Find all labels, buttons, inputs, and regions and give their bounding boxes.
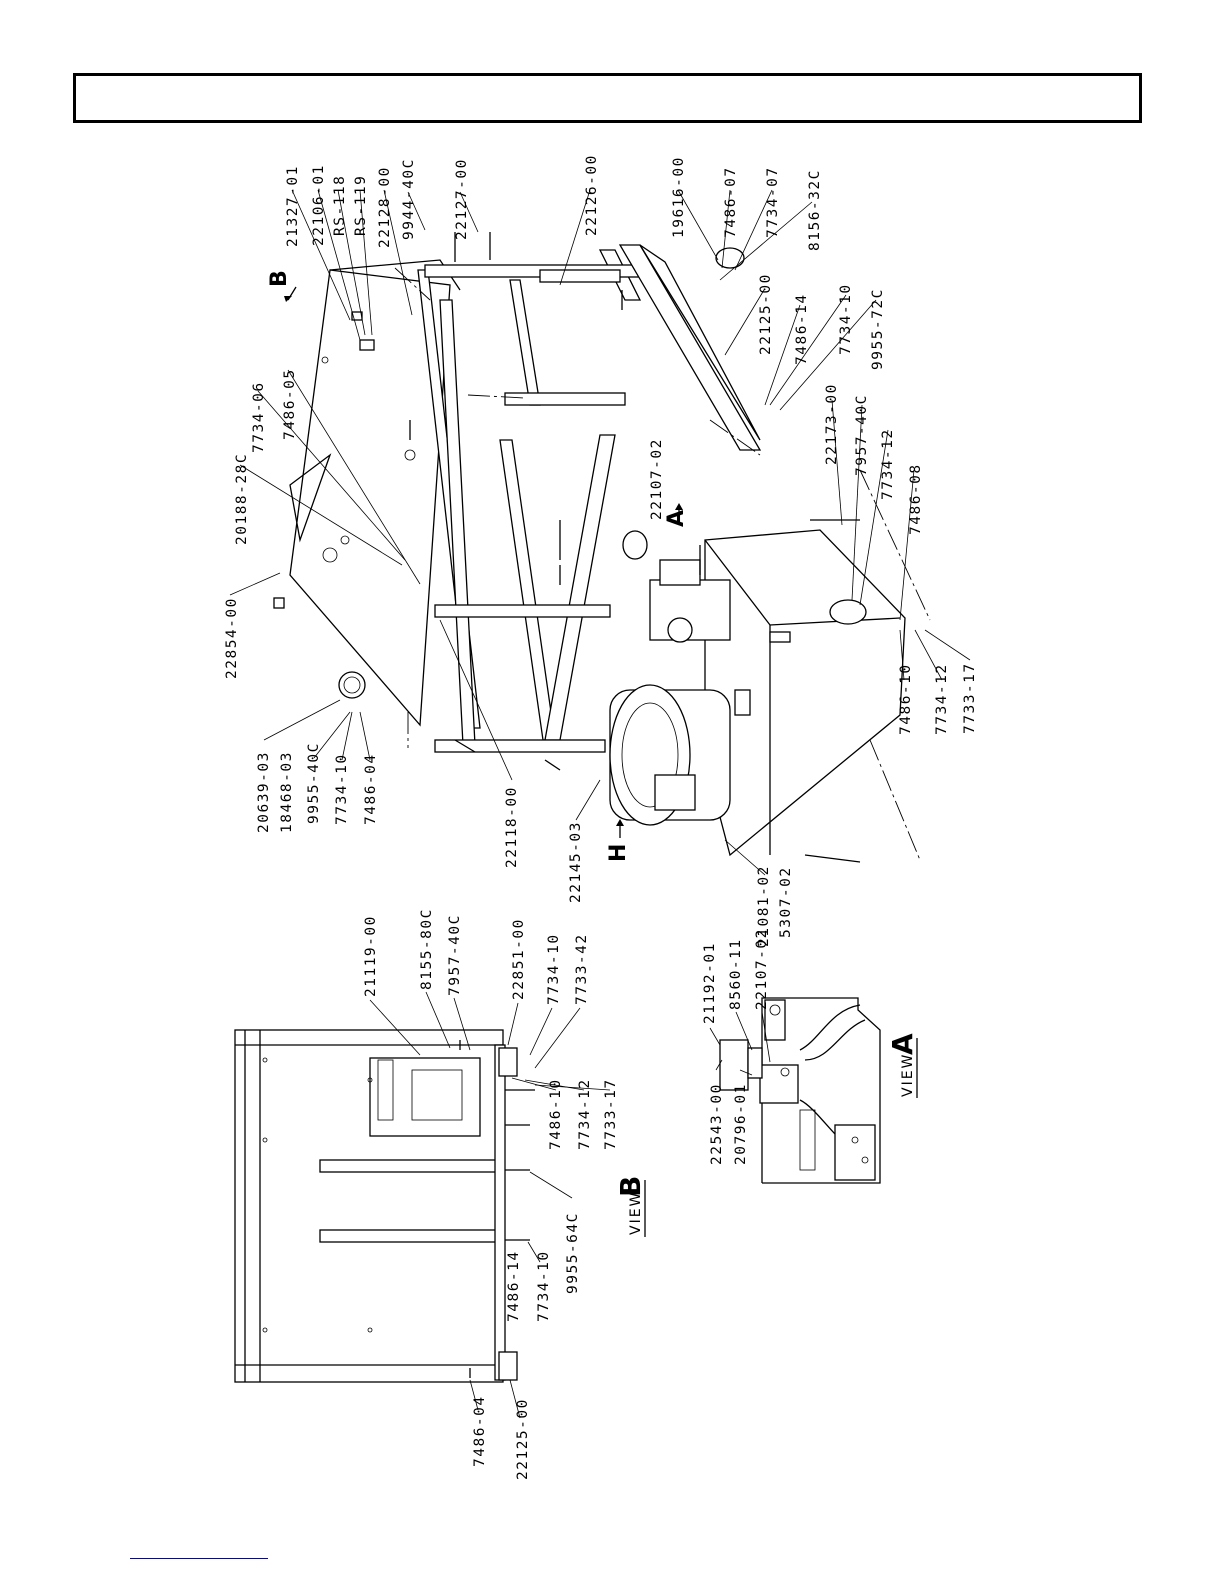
callout: 21081-02 [756,865,772,947]
callout: 22125-00 [515,1398,531,1480]
callout: 20188-28C [234,453,250,545]
view-a-caption: VIEW A [886,1033,919,1098]
callout: 7734-10 [536,1250,552,1322]
callout: 22128-00 [377,166,393,248]
callout: 21119-00 [363,915,379,997]
callout: 22543-00 [709,1083,725,1165]
pressure-gauge [338,671,366,699]
callout: 9955-72C [870,288,886,370]
title-box [73,73,1142,123]
callout: 22851-00 [511,918,527,1000]
callout: 7486-10 [898,663,914,735]
callout: 20796-01 [733,1083,749,1165]
view-marker-b: B [267,270,292,287]
callout: 7734-06 [251,381,267,453]
view-a-valve [759,1064,799,1104]
callout: 7734-10 [546,933,562,1005]
footer-rule [130,1558,268,1559]
view-a-caption-letter: A [886,1033,919,1055]
view-b-caption: VIEW B [614,1176,647,1237]
view-a-caption-word: VIEW [900,1053,916,1097]
callout: 21192-01 [702,942,718,1024]
callout: 5307-02 [778,866,794,938]
callout: 22126-00 [584,154,600,236]
callout: 19616-00 [671,156,687,238]
callout: 21327-01 [285,165,301,247]
base-channel [618,244,762,451]
callout: 8155-80C [419,908,435,990]
callout: 22145-03 [568,821,584,903]
callout: 7733-17 [962,662,978,734]
callout: 22854-00 [224,597,240,679]
callout: 7734-12 [880,428,896,500]
callout: 7486-05 [282,368,298,440]
view-a-callouts: 21192-01 8560-11 22107-02 22543-00 20796… [702,928,771,1165]
callout: 7486-10 [548,1078,564,1150]
callout: 9955-64C [565,1212,581,1294]
view-a-outline [761,997,881,1184]
callout: 7486-04 [472,1395,488,1467]
view-b-caption-letter: B [614,1176,647,1197]
top-plate [289,269,451,727]
caster-wheel [715,247,745,269]
view-b-drawing [234,1029,535,1383]
view-marker-a: A [664,510,689,527]
callout: 18468-03 [279,751,295,833]
callout: 7486-14 [506,1250,522,1322]
callout: 7486-07 [723,166,739,238]
callout: 8560-11 [728,938,744,1010]
callout: 22106-01 [311,164,327,246]
callout: 7734-07 [765,166,781,238]
callout: 22125-00 [758,273,774,355]
view-b-caption-word: VIEW [628,1191,644,1235]
callout: 20639-03 [256,751,272,833]
view-a-drawing [719,997,881,1184]
callout: 8156-32C [807,169,823,251]
main-assembly-drawing [273,232,931,863]
callout: 7957-40C [854,394,870,476]
callout: 7486-08 [908,463,924,535]
callout: 7486-04 [363,753,379,825]
callout: 7733-17 [603,1078,619,1150]
callout: 7734-10 [334,753,350,825]
callout: 7957-40C [447,914,463,996]
callout: 7734-12 [577,1078,593,1150]
callout: 7734-10 [838,283,854,355]
callout: 22107-02 [649,438,665,520]
callout: 22107-02 [754,928,770,1010]
callout: 22118-00 [504,786,520,868]
callout: 7733-42 [574,933,590,1005]
callout: 9955-40C [306,742,322,824]
callout: 9944-40C [401,158,417,240]
callout: RS-118 [332,175,348,236]
view-markers: B A H [267,270,689,862]
view-b-callouts: 21119-00 8155-80C 7957-40C 22851-00 7734… [363,908,619,1480]
callout: 22173-00 [824,383,840,465]
callout: 7486-14 [794,293,810,365]
main-callouts: 22854-00 20188-28C 7734-06 7486-05 21327… [224,154,978,947]
callout: 7734-12 [934,663,950,735]
view-marker-h: H [606,844,631,862]
callout: 22127-00 [454,158,470,240]
